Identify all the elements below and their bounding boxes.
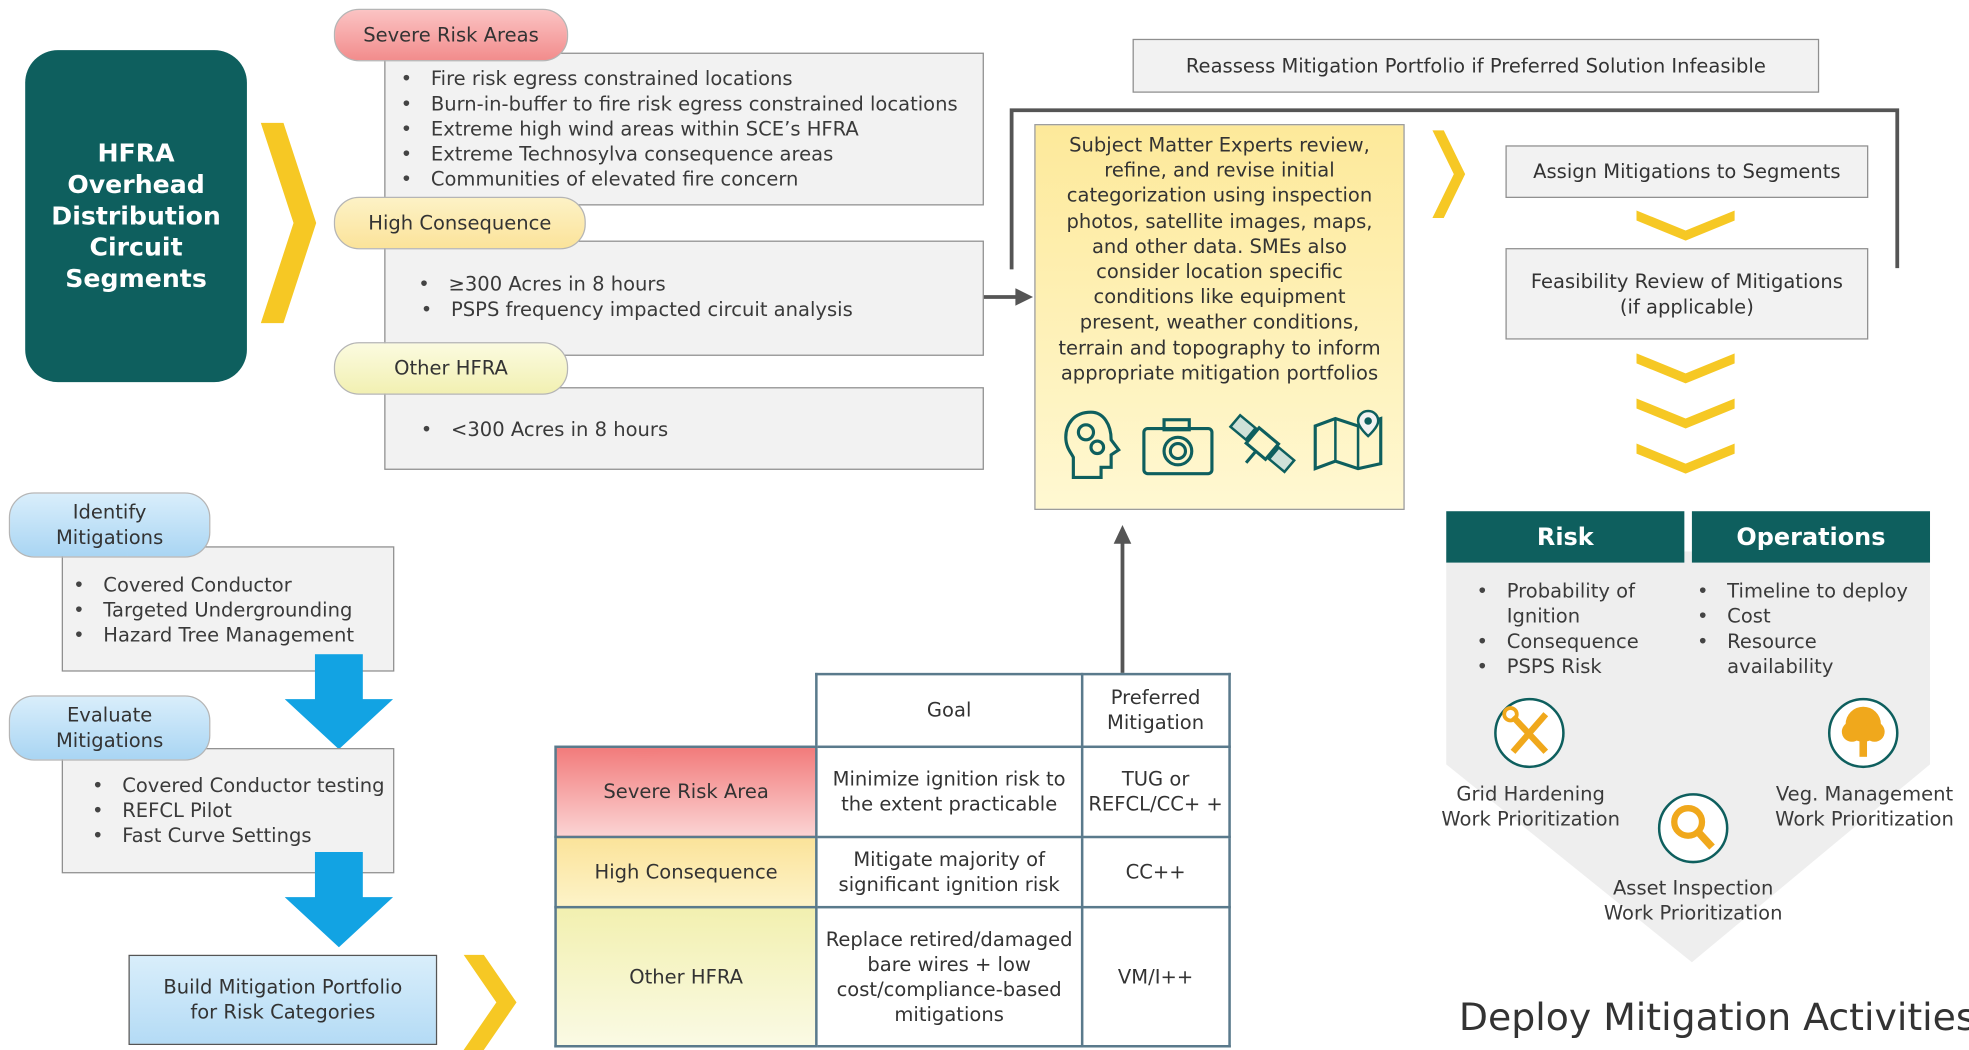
chevron-down-icon xyxy=(1636,353,1735,474)
chevron-right-icon xyxy=(1432,130,1466,219)
mitigation-table: Goal Preferred Mitigation Severe Risk Ar… xyxy=(554,672,1231,1048)
list-item: Probability of Ignition xyxy=(1476,579,1683,629)
assign-label: Assign Mitigations to Segments xyxy=(1533,160,1841,183)
list-item: ≥300 Acres in 8 hours xyxy=(418,272,980,297)
list-item: Hazard Tree Management xyxy=(73,623,393,648)
table-corner-cell xyxy=(555,674,817,749)
other-hfra-list-box: <300 Acres in 8 hours xyxy=(384,387,984,470)
list-item: Fire risk egress constrained locations xyxy=(401,66,983,91)
evaluate-pill: Evaluate Mitigations xyxy=(8,695,211,761)
list-item: REFCL Pilot xyxy=(92,798,393,823)
table-header-row: Goal Preferred Mitigation xyxy=(555,672,1231,749)
table-row: Other HFRA Replace retired/damaged bare … xyxy=(554,905,1231,1048)
arrow-down-icon xyxy=(284,654,394,750)
build-portfolio-label: Build Mitigation Portfolio for Risk Cate… xyxy=(163,976,403,1024)
hfra-block: HFRA Overhead Distribution Circuit Segme… xyxy=(25,50,247,383)
list-item: Fast Curve Settings xyxy=(92,823,393,848)
deploy-label: Deploy Mitigation Activities xyxy=(1458,996,1969,1040)
table-mitigation-cell: VM/I++ xyxy=(1080,905,1231,1048)
list-item: Consequence xyxy=(1476,629,1683,654)
camera-icon xyxy=(1142,418,1214,476)
chevron-right-icon xyxy=(463,954,517,1050)
build-portfolio-box: Build Mitigation Portfolio for Risk Cate… xyxy=(128,954,438,1046)
table-goal-cell: Mitigate majority of significant ignitio… xyxy=(815,835,1083,909)
loop-line xyxy=(1009,108,1900,270)
list-item: PSPS Risk xyxy=(1476,654,1683,679)
table-row: High Consequence Mitigate majority of si… xyxy=(554,835,1231,909)
severe-risk-pill: Severe Risk Areas xyxy=(333,8,569,62)
feasibility-line1: Feasibility Review of Mitigations xyxy=(1530,270,1843,293)
list-item: PSPS frequency impacted circuit analysis xyxy=(421,297,983,322)
arrow-up-head xyxy=(1113,525,1132,544)
list-item: Targeted Undergrounding xyxy=(73,598,393,623)
risk-list-area: Probability of Ignition Consequence PSPS… xyxy=(1476,579,1683,679)
chevron-right-icon xyxy=(260,122,317,324)
table-goal-cell: Replace retired/damaged bare wires + low… xyxy=(815,905,1083,1048)
severe-risk-list-box: Fire risk egress constrained locations B… xyxy=(384,52,984,206)
operations-title: Operations xyxy=(1736,523,1886,551)
operations-list-area: Timeline to deploy Cost Resource availab… xyxy=(1697,579,1929,679)
grid-hardening-label: Grid Hardening Work Prioritization xyxy=(1441,783,1620,831)
high-consequence-list: ≥300 Acres in 8 hours PSPS frequency imp… xyxy=(418,272,983,322)
feasibility-box: Feasibility Review of Mitigations (if ap… xyxy=(1505,248,1869,340)
table-category-cell: High Consequence xyxy=(554,835,818,909)
list-item: Cost xyxy=(1697,604,1929,629)
arrow-to-sme-head xyxy=(1015,288,1034,306)
list-item: <300 Acres in 8 hours xyxy=(421,417,983,442)
table-mitigation-cell: CC++ xyxy=(1080,835,1231,909)
list-item: Burn-in-buffer to fire risk egress const… xyxy=(401,91,983,116)
hfra-block-title: HFRA Overhead Distribution Circuit Segme… xyxy=(51,137,221,294)
risk-header: Risk xyxy=(1446,511,1685,563)
list-item: Resource availability xyxy=(1697,629,1853,679)
operations-header: Operations xyxy=(1691,511,1931,563)
list-item: Covered Conductor xyxy=(73,573,393,598)
list-item: Extreme Technosylva consequence areas xyxy=(401,142,983,167)
veg-management-label: Veg. Management Work Prioritization xyxy=(1775,783,1954,831)
operations-list: Timeline to deploy Cost Resource availab… xyxy=(1697,579,1929,679)
arrow-down-icon xyxy=(284,852,394,948)
table-mitigation-cell: TUG or REFCL/CC+ + xyxy=(1080,745,1231,839)
severe-risk-list: Fire risk egress constrained locations B… xyxy=(401,66,983,192)
map-pin-icon xyxy=(1313,409,1383,471)
wrench-screwdriver-icon xyxy=(1494,697,1565,769)
sme-box: Subject Matter Experts review, refine, a… xyxy=(1034,124,1405,510)
reassess-box: Reassess Mitigation Portfolio if Preferr… xyxy=(1132,38,1820,93)
sme-text: Subject Matter Experts review, refine, a… xyxy=(1058,134,1381,385)
high-consequence-pill: High Consequence xyxy=(333,196,586,250)
risk-title: Risk xyxy=(1536,523,1594,551)
list-item: Timeline to deploy xyxy=(1697,579,1929,604)
satellite-icon xyxy=(1228,413,1296,474)
evaluate-list: Covered Conductor testing REFCL Pilot Fa… xyxy=(92,773,393,848)
feasibility-line2: (if applicable) xyxy=(1619,295,1754,318)
identify-list: Covered Conductor Targeted Undergroundin… xyxy=(73,573,393,648)
table-header-cell: Goal xyxy=(815,672,1083,749)
table-header-cell: Preferred Mitigation xyxy=(1080,672,1231,749)
tree-icon xyxy=(1827,697,1899,769)
identify-pill: Identify Mitigations xyxy=(8,492,211,558)
risk-list: Probability of Ignition Consequence PSPS… xyxy=(1476,579,1683,679)
high-consequence-list-box: ≥300 Acres in 8 hours PSPS frequency imp… xyxy=(384,240,984,356)
asset-inspection-label: Asset Inspection Work Prioritization xyxy=(1603,877,1783,925)
table-category-cell: Other HFRA xyxy=(554,905,818,1048)
other-hfra-pill: Other HFRA xyxy=(333,342,569,395)
assign-box: Assign Mitigations to Segments xyxy=(1505,145,1869,198)
list-item: Covered Conductor testing xyxy=(92,773,393,798)
magnifier-icon xyxy=(1657,793,1729,864)
reassess-label: Reassess Mitigation Portfolio if Preferr… xyxy=(1185,54,1766,78)
list-item: Extreme high wind areas within SCE’s HFR… xyxy=(401,117,983,142)
head-gears-icon xyxy=(1064,410,1121,479)
table-row: Severe Risk Area Minimize ignition risk … xyxy=(554,745,1231,839)
chevron-down-icon xyxy=(1636,210,1735,241)
list-item: Communities of elevated fire concern xyxy=(401,167,983,192)
other-hfra-list: <300 Acres in 8 hours xyxy=(421,417,983,442)
table-goal-cell: Minimize ignition risk to the extent pra… xyxy=(815,745,1083,839)
identify-list-box: Covered Conductor Targeted Undergroundin… xyxy=(61,546,395,672)
table-category-cell: Severe Risk Area xyxy=(554,745,818,839)
